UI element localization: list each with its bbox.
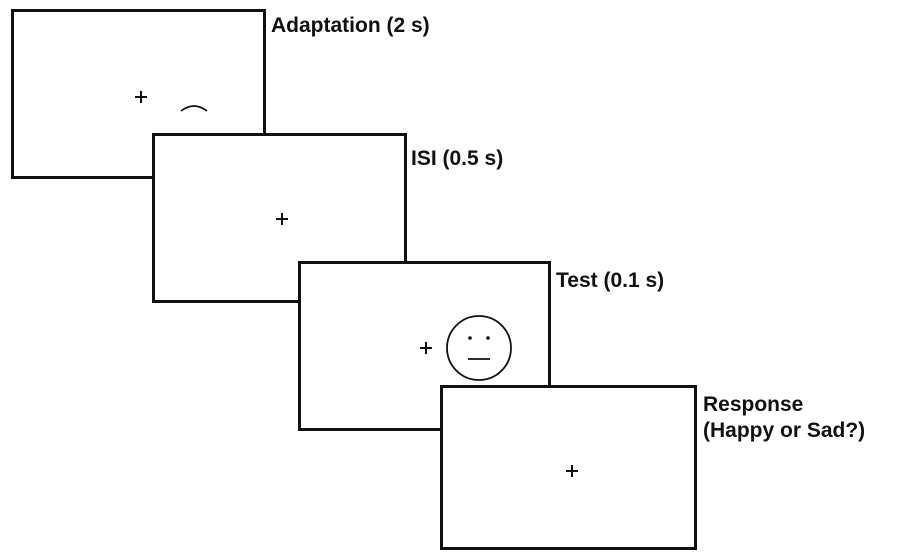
fixation-cross-icon bbox=[276, 213, 288, 225]
fixation-cross-icon bbox=[420, 342, 432, 354]
adaptation-frame bbox=[11, 9, 266, 179]
neutral-face-icon bbox=[446, 315, 512, 381]
response-label-line-2: (Happy or Sad?) bbox=[703, 419, 866, 442]
response-label: Response (Happy or Sad?) bbox=[703, 392, 865, 444]
fixation-cross-icon bbox=[135, 91, 147, 103]
response-label-line-1: Response bbox=[703, 393, 804, 416]
isi-label: ISI (0.5 s) bbox=[411, 147, 504, 170]
fixation-cross-icon bbox=[566, 465, 578, 477]
test-label: Test (0.1 s) bbox=[556, 269, 665, 292]
adaptation-label: Adaptation (2 s) bbox=[271, 14, 430, 37]
mouth-curve-icon bbox=[180, 105, 208, 112]
response-frame bbox=[440, 385, 697, 550]
